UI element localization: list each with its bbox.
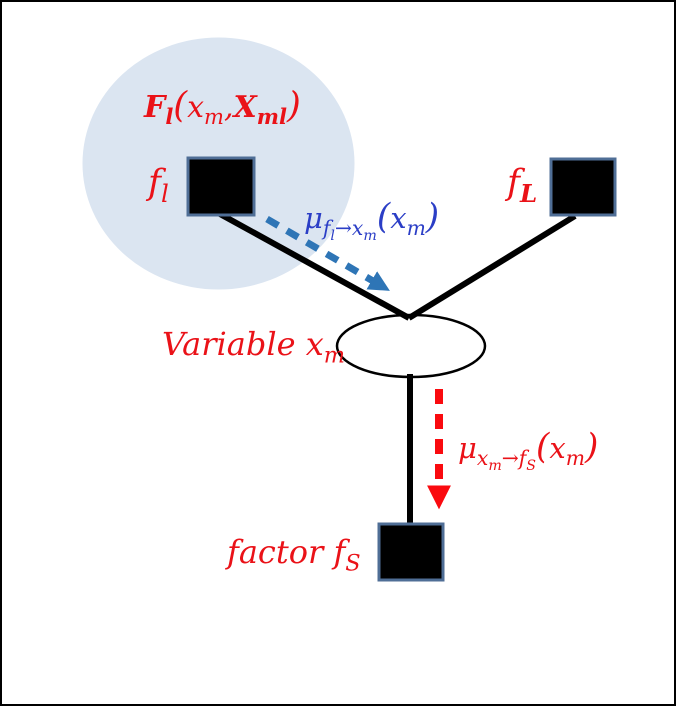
message-label-xm-to-fS: μxm→fS(xm)	[458, 426, 599, 473]
cluster-label-F: F	[144, 90, 166, 125]
blue-msg-from: f	[322, 215, 331, 240]
blue-msg-arg-sub: m	[406, 215, 426, 240]
red-msg-subscript: xm→fS	[476, 445, 536, 473]
cluster-label-F-sub: l	[165, 104, 174, 129]
cluster-label-X-sub: ml	[256, 104, 287, 129]
cluster-label-x: x	[187, 90, 205, 125]
blue-msg-from-sub: l	[330, 227, 335, 244]
edge-fl-variable	[218, 211, 411, 321]
blue-msg-arg: x	[390, 201, 407, 235]
message-label-fl-to-xm: μfl→xm(xm)	[304, 196, 440, 243]
blue-msg-open-paren: (	[376, 197, 391, 237]
red-msg-from: x	[476, 445, 489, 470]
red-msg-open-paren: (	[536, 427, 550, 467]
red-msg-to-sub: S	[526, 457, 537, 474]
factor-fL-label-main: f	[507, 163, 520, 203]
blue-msg-to-sub: m	[363, 227, 377, 244]
factor-fl-label-sub: l	[160, 179, 169, 208]
blue-msg-close-paren: )	[425, 197, 440, 237]
variable-label-sub: m	[323, 342, 345, 369]
red-msg-arg-sub: m	[565, 445, 585, 470]
cluster-label-close-paren: )	[286, 85, 301, 126]
cluster-label: Fl(xm,Xml)	[144, 84, 301, 128]
blue-msg-subscript: fl→xm	[322, 215, 377, 243]
red-msg-from-sub: m	[488, 457, 502, 474]
factor-fL-label: fL	[507, 162, 537, 206]
red-msg-close-paren: )	[584, 427, 599, 467]
edge-fL-variable	[407, 213, 577, 321]
factor-fL-label-sub: L	[519, 179, 538, 208]
cluster-label-X: X	[233, 90, 257, 125]
blue-msg-mu: μ	[304, 201, 323, 235]
cluster-label-x-sub: m	[204, 105, 224, 129]
blue-msg-to: x	[351, 215, 364, 240]
red-msg-arg: x	[549, 431, 566, 465]
factor-fS-label-sub: S	[345, 550, 361, 577]
cluster-label-comma: ,	[223, 90, 234, 125]
message-arrow-fl-to-xm	[265, 215, 390, 291]
factor-fl-label: fl	[148, 162, 169, 206]
red-msg-arrow-glyph: →	[501, 445, 519, 470]
factor-node-fS	[377, 522, 445, 582]
factor-node-fL	[549, 157, 617, 217]
red-msg-mu: μ	[458, 431, 477, 465]
variable-label-main: Variable x	[162, 325, 324, 363]
factor-fl-label-main: f	[148, 163, 161, 203]
factor-fS-label-main: factor f	[227, 533, 346, 571]
blue-msg-arrow-glyph: →	[334, 215, 352, 240]
cluster-label-open-paren: (	[173, 85, 188, 126]
red-msg-to: f	[518, 445, 527, 470]
factor-fS-label: factor fS	[227, 532, 361, 575]
factor-node-fl	[186, 156, 256, 217]
variable-node	[335, 313, 487, 379]
variable-label: Variable xm	[162, 324, 345, 367]
